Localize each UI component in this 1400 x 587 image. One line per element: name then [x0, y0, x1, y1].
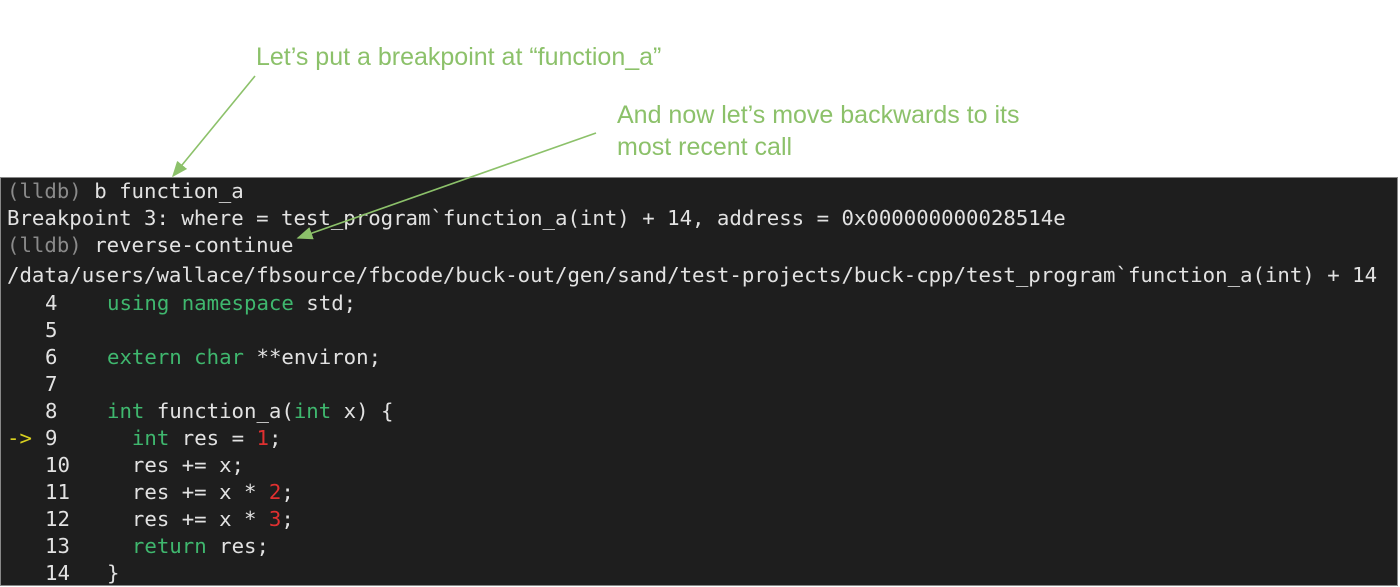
source-line: 14} [1, 560, 1397, 587]
line-number: 4 [45, 291, 58, 315]
annotation-reverse-line2: most recent call [617, 133, 793, 161]
code-token: res += x; [107, 453, 245, 477]
terminal-line-location: /data/users/wallace/fbsource/fbcode/buck… [7, 263, 1378, 287]
source-line: 10 res += x; [1, 452, 1397, 479]
terminal-line-cmd2: (lldb) reverse-continue [1, 232, 1397, 259]
line-number: 14 [45, 561, 70, 585]
code-token: return [131, 534, 207, 558]
code-token: 1 [256, 426, 269, 450]
code-token: res; [206, 534, 269, 558]
line-number: 9 [45, 426, 58, 450]
line-number: 11 [45, 480, 70, 504]
lldb-terminal[interactable]: (lldb) b function_a Breakpoint 3: where … [0, 177, 1398, 586]
annotation-breakpoint: Let’s put a breakpoint at “function_a” [256, 43, 662, 71]
code-token: } [107, 561, 120, 585]
source-line: 4 using namespace std; [1, 290, 1397, 317]
terminal-line-cmd1: (lldb) b function_a [1, 178, 1397, 205]
code-token: extern char [107, 345, 245, 369]
line-number: 5 [45, 318, 58, 342]
source-line: 13 return res; [1, 533, 1397, 560]
arrow-to-reverse-continue-icon [296, 132, 597, 240]
line-number: 6 [45, 345, 58, 369]
code-token: using namespace [107, 291, 294, 315]
current-line-arrow-icon: -> [7, 426, 32, 450]
line-number: 8 [45, 399, 58, 423]
code-token: ; [281, 507, 294, 531]
code-token: 3 [268, 507, 282, 531]
code-token: x) { [331, 399, 394, 423]
source-line: 6 extern char **environ; [1, 344, 1397, 371]
code-token: int [107, 399, 145, 423]
code-token: 2 [268, 480, 282, 504]
line-number: 7 [45, 372, 58, 396]
lldb-prompt: (lldb) [7, 233, 82, 257]
code-token: ; [281, 480, 294, 504]
code-token: res = [169, 426, 257, 450]
terminal-line-output: Breakpoint 3: where = test_program`funct… [7, 206, 1066, 230]
code-token: function_a( [144, 399, 294, 423]
code-token: ; [268, 426, 282, 450]
source-line: 8 int function_a(int x) { [1, 398, 1397, 425]
source-line: 5 [1, 317, 1397, 344]
code-token: res += x * [107, 480, 269, 504]
code-token: **environ; [256, 345, 382, 369]
source-line: 11 res += x * 2; [1, 479, 1397, 506]
command-text: b function_a [81, 179, 244, 203]
arrow-to-breakpoint-icon [171, 75, 256, 178]
code-token: std; [306, 291, 357, 315]
source-listing: 4 using namespace std; 5 6 extern char **env… [1, 290, 1397, 587]
line-number: 13 [45, 534, 70, 558]
code-token: res += x * [107, 507, 269, 531]
lldb-prompt: (lldb) [7, 179, 82, 203]
line-number: 10 [45, 453, 70, 477]
annotation-reverse-line1: And now let’s move backwards to its [617, 101, 1020, 129]
source-line: 7 [1, 371, 1397, 398]
line-number: 12 [45, 507, 70, 531]
code-token: int [131, 426, 170, 450]
source-line: 12 res += x * 3; [1, 506, 1397, 533]
source-line: -> 9 int res = 1; [1, 425, 1397, 452]
code-token: int [293, 399, 332, 423]
command-text: reverse-continue [81, 233, 294, 257]
